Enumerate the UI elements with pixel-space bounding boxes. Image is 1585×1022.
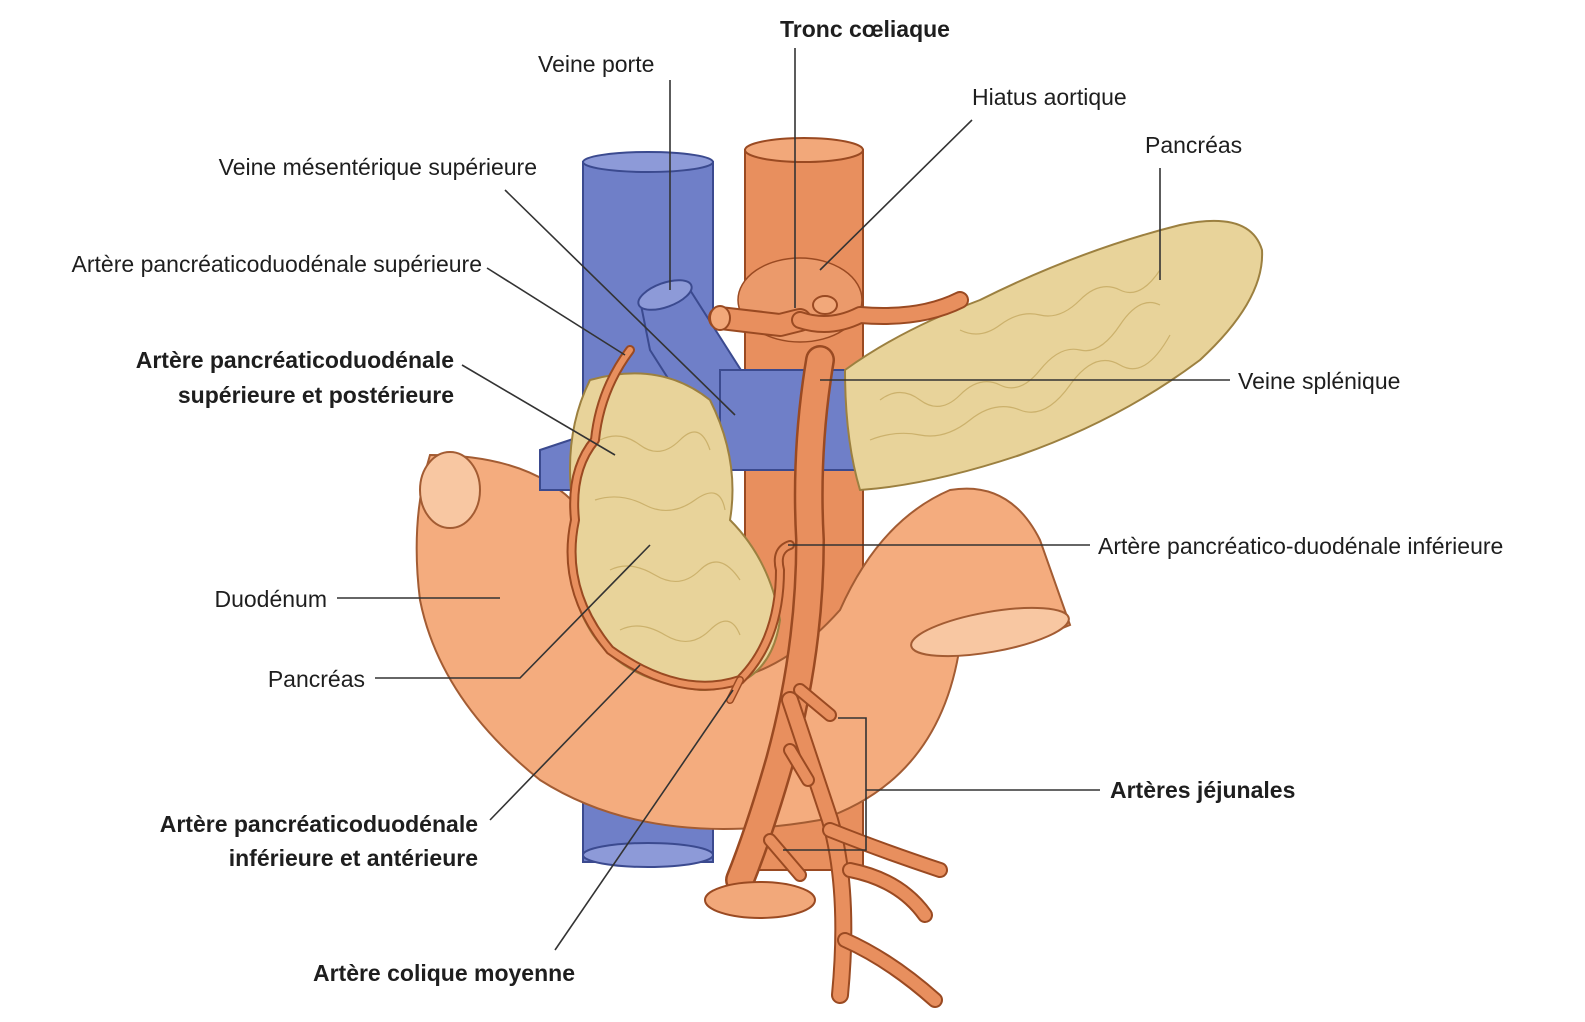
label-artere-colique-moyenne: Artère colique moyenne <box>313 960 575 986</box>
label-pancreas-top: Pancréas <box>1145 132 1242 158</box>
label-duodenum: Duodénum <box>214 586 327 612</box>
label-tronc-coeliaque: Tronc cœliaque <box>780 16 950 42</box>
label-veine-porte: Veine porte <box>538 51 654 77</box>
label-pancreas-head: Pancréas <box>268 666 365 692</box>
label-hiatus-aortique: Hiatus aortique <box>972 84 1127 110</box>
label-veine-mesenterique-sup: Veine mésentérique supérieure <box>219 154 537 180</box>
label-artere-pd-sup-post-line2: supérieure et postérieure <box>178 382 454 408</box>
label-artere-pd-inf-ant-line2: inférieure et antérieure <box>229 845 478 871</box>
label-veine-splenique: Veine splénique <box>1238 368 1400 394</box>
label-artere-pd-inf-ant-line1: Artère pancréaticoduodénale <box>160 811 478 837</box>
label-artere-pd-sup-post-line1: Artère pancréaticoduodénale <box>136 347 454 373</box>
label-arteres-jejunales: Artères jéjunales <box>1110 777 1295 803</box>
illustration <box>417 138 1262 1000</box>
label-artere-pd-inf: Artère pancréatico-duodénale inférieure <box>1098 533 1503 559</box>
label-artere-pd-sup: Artère pancréaticoduodénale supérieure <box>72 251 482 277</box>
pancreas-body-tail <box>845 221 1262 490</box>
